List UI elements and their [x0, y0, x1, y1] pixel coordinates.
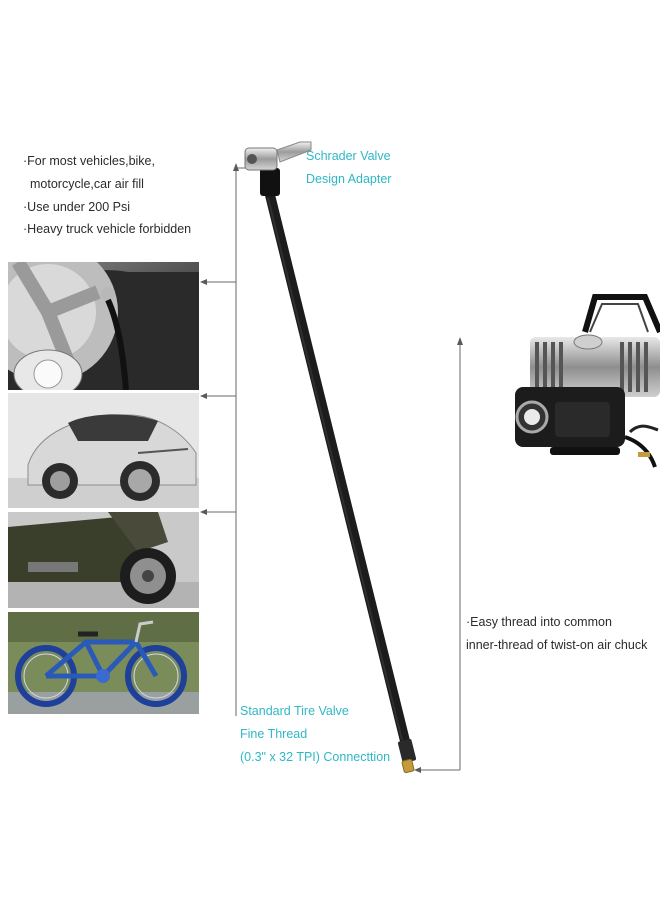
schrader-label-line2: Design Adapter	[306, 172, 392, 186]
valve-label-line1: Standard Tire Valve	[240, 704, 349, 718]
bicycle-photo	[8, 612, 199, 714]
thread-note-line2: inner-thread of twist-on air chuck	[466, 638, 648, 652]
car-photo	[8, 393, 199, 508]
tire-inflation-photo	[8, 262, 199, 390]
schrader-label-line1: Schrader Valve	[306, 149, 391, 163]
valve-label-line2: Fine Thread	[240, 727, 308, 741]
feature-most-vehicles: ·For most vehicles,bike,	[23, 154, 155, 168]
feature-pressure-limit: ·Use under 200 Psi	[23, 200, 131, 214]
feature-vehicle-types: motorcycle,car air fill	[30, 177, 144, 191]
thread-note-line1: ·Easy thread into common	[466, 615, 612, 629]
valve-label-line3: (0.3" x 32 TPI) Connecttion	[240, 750, 391, 764]
feature-truck-forbidden: ·Heavy truck vehicle forbidden	[23, 222, 192, 236]
schrader-chuck-icon	[244, 141, 312, 196]
valve-connector-icon	[397, 739, 417, 774]
motorcycle-photo	[8, 512, 199, 608]
air-compressor-image	[515, 294, 660, 468]
